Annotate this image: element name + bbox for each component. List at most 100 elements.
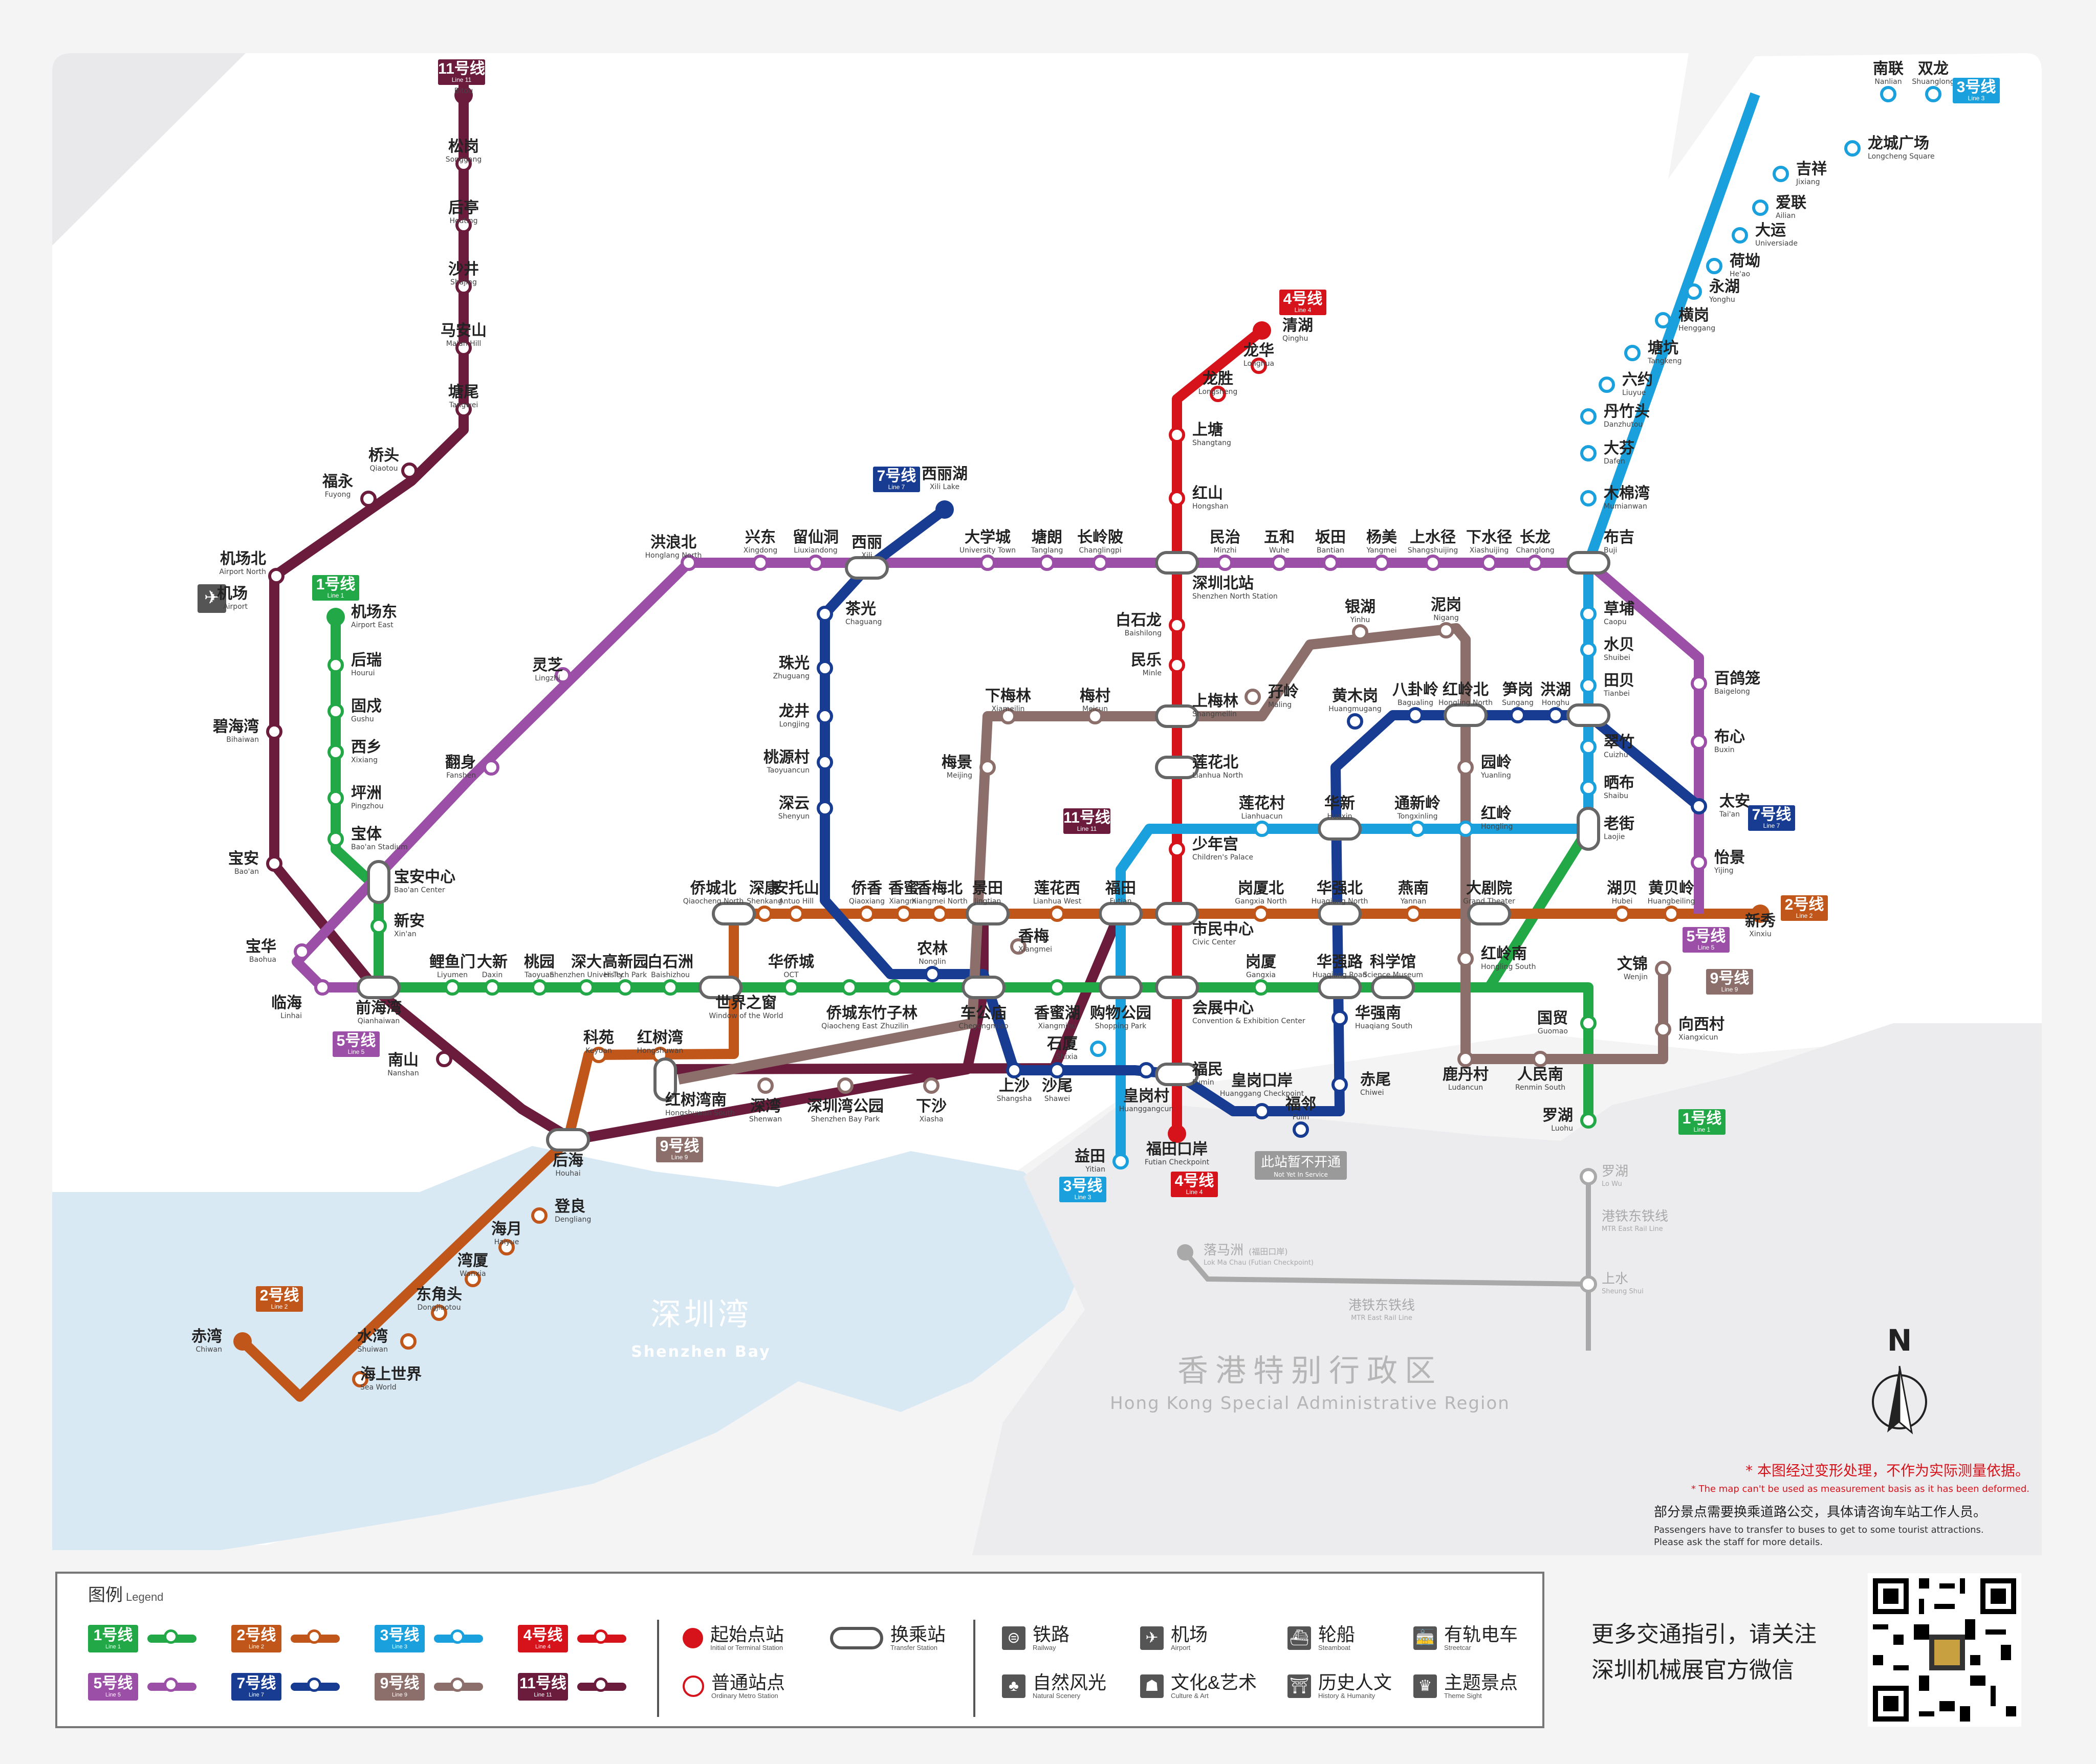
station-huanggangkouan[interactable] xyxy=(1254,1103,1270,1119)
station-wuhe[interactable] xyxy=(1271,555,1287,571)
station-wanxia[interactable] xyxy=(465,1271,481,1287)
station-antuoshan[interactable] xyxy=(788,906,804,922)
station-chiwei[interactable] xyxy=(1331,1076,1348,1093)
station-baishizhou[interactable] xyxy=(662,979,679,996)
station-hourui[interactable] xyxy=(328,657,344,673)
station-changlingpi[interactable] xyxy=(1092,555,1108,571)
station-shenda[interactable] xyxy=(578,979,595,996)
station-honghu[interactable] xyxy=(1547,707,1564,723)
station-baohua[interactable] xyxy=(294,943,310,960)
station-baoan[interactable] xyxy=(266,855,282,872)
station-huangmugang[interactable] xyxy=(1347,713,1363,730)
station-bantian[interactable] xyxy=(1322,555,1339,571)
transfer-station-shijiezhichuang[interactable] xyxy=(698,976,743,999)
station-wenjin[interactable] xyxy=(1655,961,1671,977)
station-sungang[interactable] xyxy=(1510,707,1526,723)
station-shaoniangong[interactable] xyxy=(1169,841,1185,857)
transfer-station-hongshuwannan[interactable] xyxy=(653,1057,677,1101)
station-shixia[interactable] xyxy=(1090,1041,1106,1057)
station-huaqiangnan[interactable] xyxy=(1331,1010,1348,1026)
station-shenzhenwangongyuan[interactable] xyxy=(837,1077,854,1094)
station-xingdong[interactable] xyxy=(752,555,769,571)
station-minle[interactable] xyxy=(1169,657,1185,673)
station-haishangshijie[interactable] xyxy=(352,1371,368,1387)
station-houting[interactable] xyxy=(455,217,472,233)
station-nanlian[interactable] xyxy=(1880,86,1896,102)
transfer-station-qianhaiwan[interactable] xyxy=(357,976,401,999)
station-xiangxicun[interactable] xyxy=(1655,1021,1671,1038)
station-tangkeng[interactable] xyxy=(1624,345,1641,361)
station-maanshan[interactable] xyxy=(455,340,472,356)
station-hongshan[interactable] xyxy=(1169,490,1185,506)
station-xiangmi[interactable] xyxy=(896,906,912,922)
station-huaqiaocheng[interactable] xyxy=(783,979,799,996)
station-honglingnan[interactable] xyxy=(1457,951,1474,967)
terminal-station-xilihu[interactable] xyxy=(935,500,954,519)
station-baoti[interactable] xyxy=(328,831,344,847)
station-zhuzilin[interactable] xyxy=(886,979,903,996)
transfer-station-lianhuabei[interactable] xyxy=(1155,756,1199,779)
station-huangbeiling[interactable] xyxy=(1663,906,1679,922)
station-yuanling[interactable] xyxy=(1457,759,1474,776)
station-bagualing[interactable] xyxy=(1407,707,1424,723)
station-hongliangbei[interactable] xyxy=(681,555,697,571)
transfer-station-kexueguan[interactable] xyxy=(1371,976,1415,999)
station-qiaotou[interactable] xyxy=(401,462,418,479)
station-taoyuan[interactable] xyxy=(531,979,548,996)
station-meicun[interactable] xyxy=(1087,708,1103,724)
station-heao[interactable] xyxy=(1706,258,1722,274)
station-minzhi[interactable] xyxy=(1217,555,1233,571)
transfer-station-shenzhenbeizhan[interactable] xyxy=(1155,551,1199,575)
station-shangsha[interactable] xyxy=(1006,1062,1022,1078)
station-changlong[interactable] xyxy=(1527,555,1543,571)
station-dengliang[interactable] xyxy=(531,1207,548,1224)
transfer-station-xili[interactable] xyxy=(845,556,889,580)
station-gaoxinyuan[interactable] xyxy=(617,979,634,996)
station-linhai[interactable] xyxy=(314,979,331,996)
station-yitian[interactable] xyxy=(1112,1153,1129,1170)
transfer-station-huaqianglu[interactable] xyxy=(1318,976,1362,999)
station-yinhu[interactable] xyxy=(1352,624,1368,641)
station-chaguang[interactable] xyxy=(817,606,833,622)
station-qiaochengdong[interactable] xyxy=(841,979,858,996)
station-zhuguang[interactable] xyxy=(817,660,833,676)
station-nigang[interactable] xyxy=(1438,622,1454,638)
station-shenwan[interactable] xyxy=(757,1077,774,1094)
station-liyumen[interactable] xyxy=(444,979,461,996)
station-shajing[interactable] xyxy=(455,278,472,295)
station-xiangmeibei[interactable] xyxy=(931,906,948,922)
station-taoyuancun[interactable] xyxy=(817,754,833,770)
station-cuizhu[interactable] xyxy=(1580,739,1597,755)
station-fulin[interactable] xyxy=(1293,1121,1309,1138)
station-xinan[interactable] xyxy=(370,918,387,934)
station-dongjiaotou[interactable] xyxy=(431,1305,447,1321)
station-gangxiabei[interactable] xyxy=(1253,906,1269,922)
station-dayun[interactable] xyxy=(1732,227,1748,244)
station-keyuan[interactable] xyxy=(591,1047,607,1063)
transfer-station-futian[interactable] xyxy=(1099,902,1143,925)
station-pingzhou[interactable] xyxy=(328,790,344,806)
station-lianhuacun[interactable] xyxy=(1254,821,1270,837)
station-bihaiwan[interactable] xyxy=(266,723,282,740)
station-shenkang[interactable] xyxy=(756,906,773,922)
qr-code[interactable] xyxy=(1868,1573,2021,1727)
station-shuibei[interactable] xyxy=(1580,642,1597,658)
transfer-station-shiminzhongxin[interactable] xyxy=(1155,902,1199,925)
station-shangshuijing[interactable] xyxy=(1425,555,1441,571)
station-xiangmihu[interactable] xyxy=(1049,979,1065,996)
terminal-station-xinxiu[interactable] xyxy=(1751,905,1770,923)
station-yangmei[interactable] xyxy=(1373,555,1390,571)
station-fuyong[interactable] xyxy=(360,491,377,507)
station-lianhuaxi[interactable] xyxy=(1049,906,1065,922)
station-xiameilin[interactable] xyxy=(1000,708,1016,724)
station-shangtang[interactable] xyxy=(1169,427,1185,443)
station-longsheng[interactable] xyxy=(1210,386,1226,402)
terminal-station-bitou[interactable] xyxy=(454,86,473,104)
station-jixiang[interactable] xyxy=(1773,166,1789,182)
station-qiaoxiang[interactable] xyxy=(859,906,875,922)
station-huanggangcun[interactable] xyxy=(1138,1062,1154,1078)
station-ludancun[interactable] xyxy=(1457,1051,1474,1067)
station-mumianwan[interactable] xyxy=(1580,490,1597,506)
station-shawei[interactable] xyxy=(1049,1062,1065,1078)
station-tongxinling[interactable] xyxy=(1409,821,1426,837)
